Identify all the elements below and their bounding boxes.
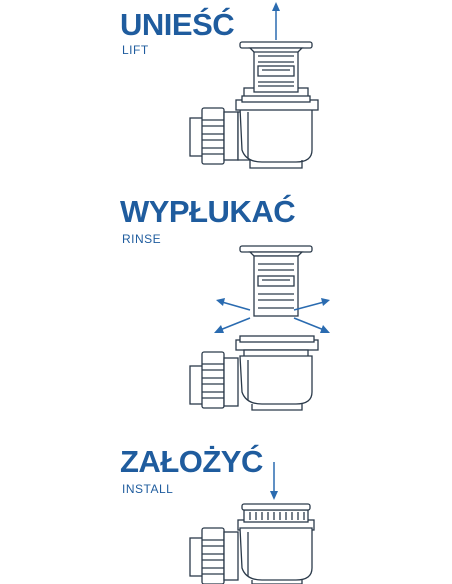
step-title-install: ZAŁOŻYĆ <box>120 444 263 479</box>
step-subtitle-rinse: RINSE <box>122 232 162 246</box>
drain-trap-icon <box>235 335 319 411</box>
side-pipe <box>189 527 239 584</box>
lift-illustration <box>189 2 319 169</box>
side-pipe <box>189 107 239 165</box>
arrow-up-icon <box>272 2 280 40</box>
step-subtitle-install: INSTALL <box>122 482 174 496</box>
step-subtitle-lift: LIFT <box>122 43 149 57</box>
strainer-cap-icon <box>239 41 313 93</box>
strainer-cap-icon <box>239 245 313 317</box>
step-lift: UNIEŚĆ LIFT <box>0 0 452 170</box>
drain-trap-icon <box>235 87 319 169</box>
drain-trap-icon <box>237 519 315 584</box>
install-illustration <box>189 462 315 584</box>
arrow-down-icon <box>270 462 278 500</box>
step-title-lift: UNIEŚĆ <box>120 7 235 42</box>
step-rinse: WYPŁUKAĆ RINSE <box>0 190 452 415</box>
arrows-outward-icon <box>214 298 330 333</box>
step-install: ZAŁOŻYĆ INSTALL <box>0 440 452 584</box>
rinse-illustration <box>189 245 330 411</box>
side-pipe <box>189 351 239 409</box>
strainer-cap-icon <box>241 503 311 523</box>
step-title-rinse: WYPŁUKAĆ <box>120 194 296 229</box>
